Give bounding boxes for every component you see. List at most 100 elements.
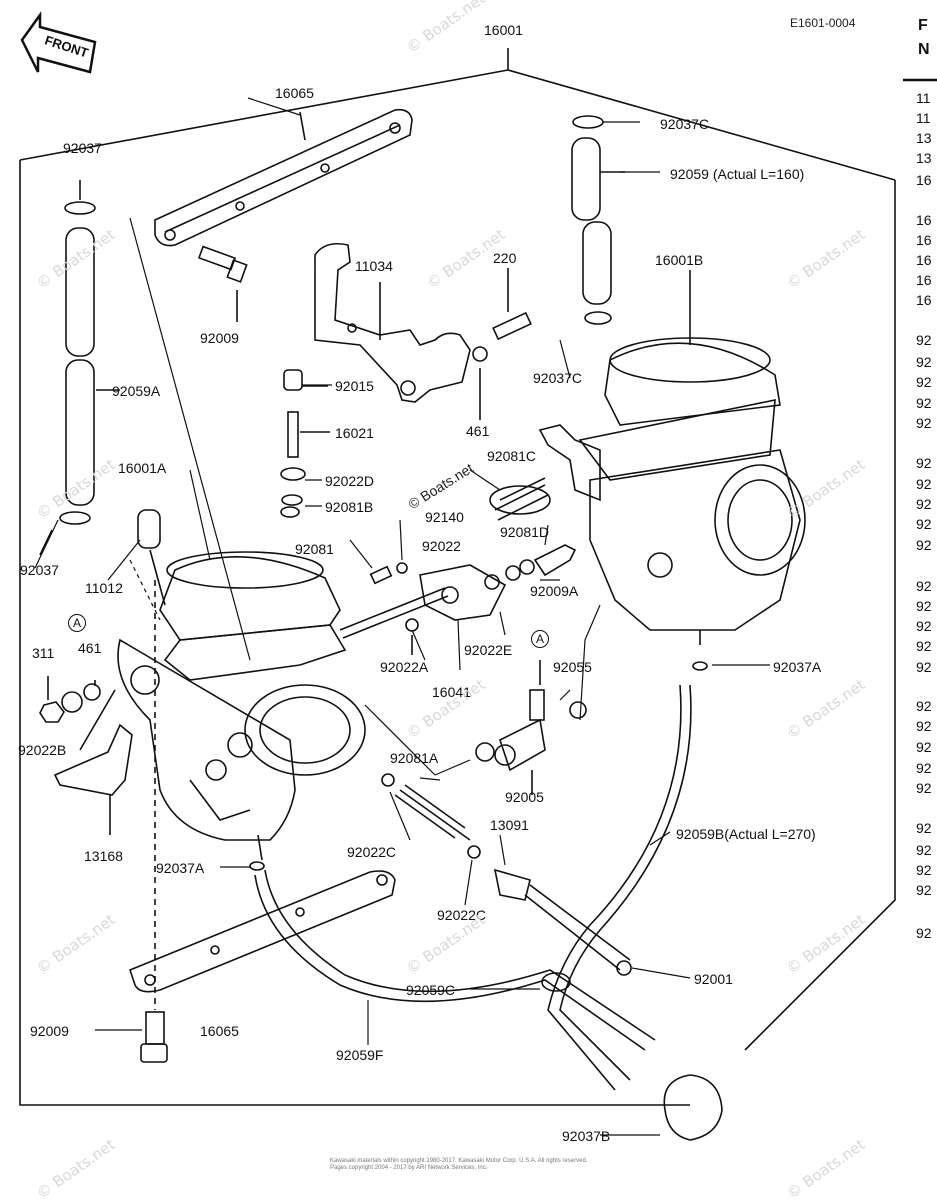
part-92081[interactable]: 92081 <box>295 541 334 557</box>
side-row: 16 <box>916 212 932 228</box>
washer-92022 <box>484 574 500 590</box>
part-16021[interactable]: 16021 <box>335 425 374 441</box>
side-row: 16 <box>916 172 932 188</box>
border-frame <box>19 160 690 1106</box>
part-92037C-top[interactable]: 92037C <box>660 116 710 132</box>
side-row: 92 <box>916 698 932 714</box>
part-92005[interactable]: 92005 <box>505 789 544 805</box>
side-row: 11 <box>916 90 931 106</box>
footer: Kawasaki materials within copyright 1980… <box>330 1158 587 1172</box>
part-92055[interactable]: 92055 <box>553 659 592 675</box>
part-92022E[interactable]: 92022E <box>464 642 513 658</box>
side-row: 92 <box>916 739 932 755</box>
part-92059-actual[interactable]: 92059 (Actual L=160) <box>670 166 805 182</box>
part-92037-top[interactable]: 92037 <box>63 140 102 156</box>
side-row: 92 <box>916 820 932 836</box>
bracket-top <box>154 108 413 247</box>
part-92037C-mid[interactable]: 92037C <box>533 370 583 386</box>
part-92022D[interactable]: 92022D <box>325 473 375 489</box>
part-11034[interactable]: 11034 <box>355 258 393 274</box>
ref-a-left[interactable]: A <box>68 614 86 632</box>
part-92009-bottom[interactable]: 92009 <box>30 1023 69 1039</box>
part-92009A[interactable]: 92009A <box>530 583 579 599</box>
part-92081B[interactable]: 92081B <box>325 499 374 515</box>
part-92059F[interactable]: 92059F <box>336 1047 384 1063</box>
part-461-mid[interactable]: 461 <box>466 423 490 439</box>
side-row: 92 <box>916 618 932 634</box>
part-92022[interactable]: 92022 <box>422 538 461 554</box>
part-92059C[interactable]: 92059C <box>406 982 456 998</box>
hose-left <box>39 180 120 556</box>
part-13091[interactable]: 13091 <box>490 817 529 833</box>
side-row: 92 <box>916 537 932 553</box>
part-92037-bottom[interactable]: 92037 <box>20 562 59 578</box>
side-row: 92 <box>916 862 932 878</box>
hose-92059B <box>559 684 692 1081</box>
side-row: 92 <box>916 395 932 411</box>
side-row: 16 <box>916 252 932 268</box>
part-92081C[interactable]: 92081C <box>487 448 537 464</box>
part-220[interactable]: 220 <box>493 250 517 266</box>
side-row: 92 <box>916 354 932 370</box>
bracket-bottom <box>129 870 396 993</box>
fitting-311 <box>39 676 101 723</box>
header-partial-2: N <box>918 41 930 58</box>
part-13168[interactable]: 13168 <box>84 848 123 864</box>
side-row: 92 <box>916 455 932 471</box>
part-92081D[interactable]: 92081D <box>500 524 550 540</box>
side-row: 92 <box>916 882 932 898</box>
part-92140[interactable]: 92140 <box>425 509 464 525</box>
part-92037A-left[interactable]: 92037A <box>156 860 205 876</box>
hose-right <box>571 115 625 325</box>
fitting-92005 <box>475 660 587 795</box>
part-16065-bottom[interactable]: 16065 <box>200 1023 239 1039</box>
side-row: 92 <box>916 842 932 858</box>
side-row: 92 <box>916 476 932 492</box>
part-92081A[interactable]: 92081A <box>390 750 439 766</box>
part-311[interactable]: 311 <box>32 645 55 661</box>
side-row: 92 <box>916 780 932 796</box>
part-92022B[interactable]: 92022B <box>18 742 67 758</box>
side-row: 92 <box>916 496 932 512</box>
part-16001[interactable]: 16001 <box>484 22 523 38</box>
footer-line-2: Pages copyright 2004 - 2017 by ARI Netwo… <box>330 1165 488 1171</box>
header-partial-1: F <box>918 17 928 34</box>
part-92015[interactable]: 92015 <box>335 378 374 394</box>
bolt-220 <box>492 268 532 341</box>
needle-assembly <box>280 369 330 518</box>
part-92037B[interactable]: 92037B <box>562 1128 611 1144</box>
part-92022C-lower[interactable]: 92022C <box>437 907 487 923</box>
part-16041[interactable]: 16041 <box>432 684 471 700</box>
side-row: 92 <box>916 925 932 941</box>
screw-92009A <box>533 544 577 577</box>
part-92009-top[interactable]: 92009 <box>200 330 239 346</box>
side-row: 92 <box>916 332 932 348</box>
footer-line-1: Kawasaki materials within copyright 1980… <box>330 1158 588 1164</box>
part-16065-top[interactable]: 16065 <box>275 85 314 101</box>
side-row: 92 <box>916 718 932 734</box>
shaft-16041 <box>339 564 507 639</box>
part-92001[interactable]: 92001 <box>694 971 733 987</box>
part-461-left[interactable]: 461 <box>78 640 102 656</box>
ref-a-mid[interactable]: A <box>531 630 549 648</box>
hose-92059F <box>254 874 646 1051</box>
choke-plate-13168 <box>53 723 133 835</box>
part-16001A[interactable]: 16001A <box>118 460 167 476</box>
spring-92081C <box>489 477 551 521</box>
part-11012[interactable]: 11012 <box>85 580 123 596</box>
side-row: 92 <box>916 659 932 675</box>
front-arrow-icon <box>20 11 97 74</box>
carburetor-right <box>538 270 806 645</box>
side-row: 92 <box>916 415 932 431</box>
throttle-link <box>314 242 471 403</box>
part-92059B-actual[interactable]: 92059B(Actual L=270) <box>676 826 816 842</box>
side-row: 16 <box>916 292 932 308</box>
part-92022A[interactable]: 92022A <box>380 659 429 675</box>
part-92022C-upper[interactable]: 92022C <box>347 844 397 860</box>
part-92037A-right[interactable]: 92037A <box>773 659 822 675</box>
part-92059A[interactable]: 92059A <box>112 383 161 399</box>
clamp-92037B <box>663 1074 723 1141</box>
part-16001B[interactable]: 16001B <box>655 252 704 268</box>
